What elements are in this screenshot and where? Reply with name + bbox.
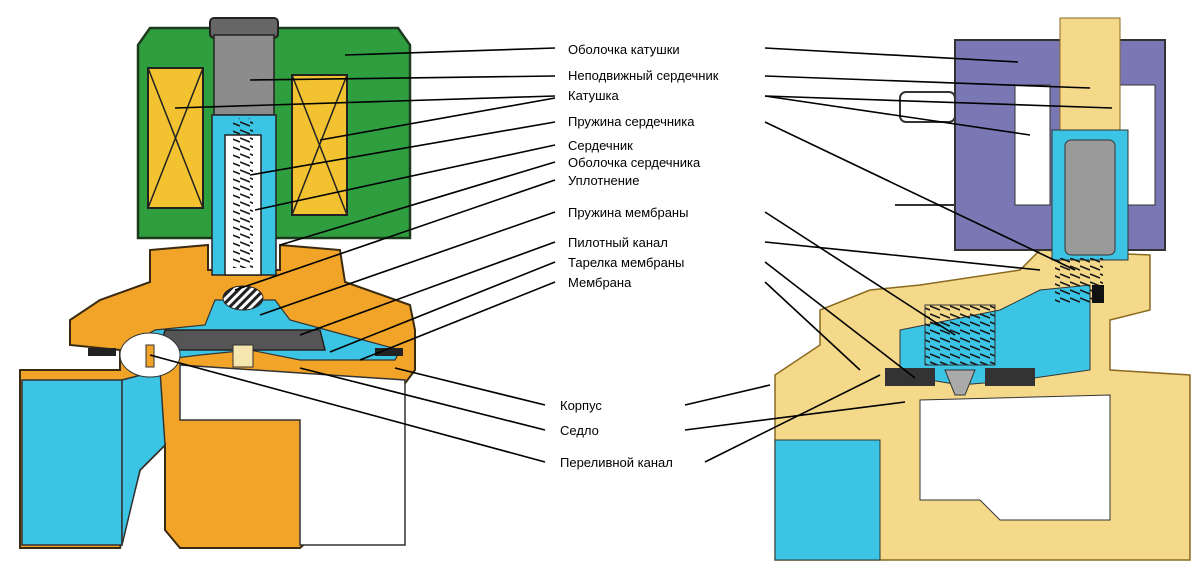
label-coil-housing: Оболочка катушки <box>568 42 680 57</box>
right-diaphragm-spring <box>924 304 996 366</box>
label-diaphragm: Мембрана <box>568 275 632 290</box>
label-diaphragm-plate: Тарелка мембраны <box>568 255 685 270</box>
label-coil: Катушка <box>568 88 619 103</box>
label-diaphragm-spring: Пружина мембраны <box>568 205 689 220</box>
left-valve <box>19 17 416 549</box>
left-fixed-core <box>213 34 275 116</box>
right-fixed-core <box>1059 17 1121 136</box>
right-outlet-port <box>919 394 1111 521</box>
label-seat: Седло <box>560 423 599 438</box>
label-bleed-channel: Переливной канал <box>560 455 673 470</box>
label-core: Сердечник <box>568 138 633 153</box>
right-inlet-port <box>774 439 881 561</box>
left-core-spring <box>233 118 253 268</box>
left-seal <box>222 285 264 311</box>
right-valve <box>774 17 1191 561</box>
leader-lines-left <box>149 47 556 463</box>
label-seal: Уплотнение <box>568 173 640 188</box>
right-coil-a <box>1014 84 1051 206</box>
left-inlet-port <box>21 379 123 546</box>
leader-lines-right <box>684 47 1113 463</box>
label-core-tube: Оболочка сердечника <box>568 155 701 170</box>
left-outlet-port <box>179 364 406 546</box>
label-body: Корпус <box>560 398 602 413</box>
right-core <box>1064 139 1116 256</box>
label-core-spring: Пружина сердечника <box>568 114 695 129</box>
right-diaphragm-plate <box>885 368 935 386</box>
label-fixed-core: Неподвижный сердечник <box>568 68 719 83</box>
label-pilot-channel: Пилотный канал <box>568 235 668 250</box>
